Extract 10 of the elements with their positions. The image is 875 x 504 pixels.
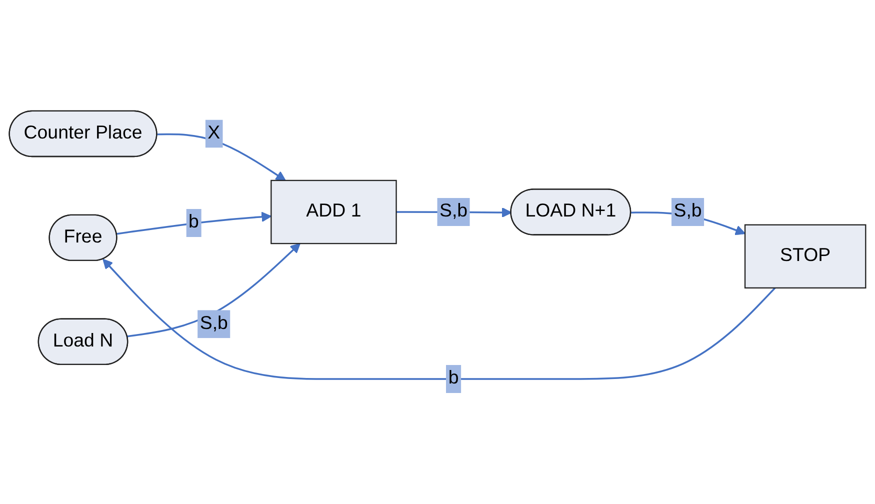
arrow (116, 212, 272, 235)
edge-label: b (446, 365, 462, 394)
edge-label: S,b (437, 198, 470, 226)
arrow (102, 258, 776, 380)
edge-label: b (186, 208, 202, 238)
node-box: ADD 1 (270, 180, 397, 244)
edge-label: S,b (198, 310, 230, 338)
edge-label: X (205, 120, 222, 148)
node-box: STOP (744, 224, 866, 288)
edge-label: S,b (671, 198, 704, 226)
